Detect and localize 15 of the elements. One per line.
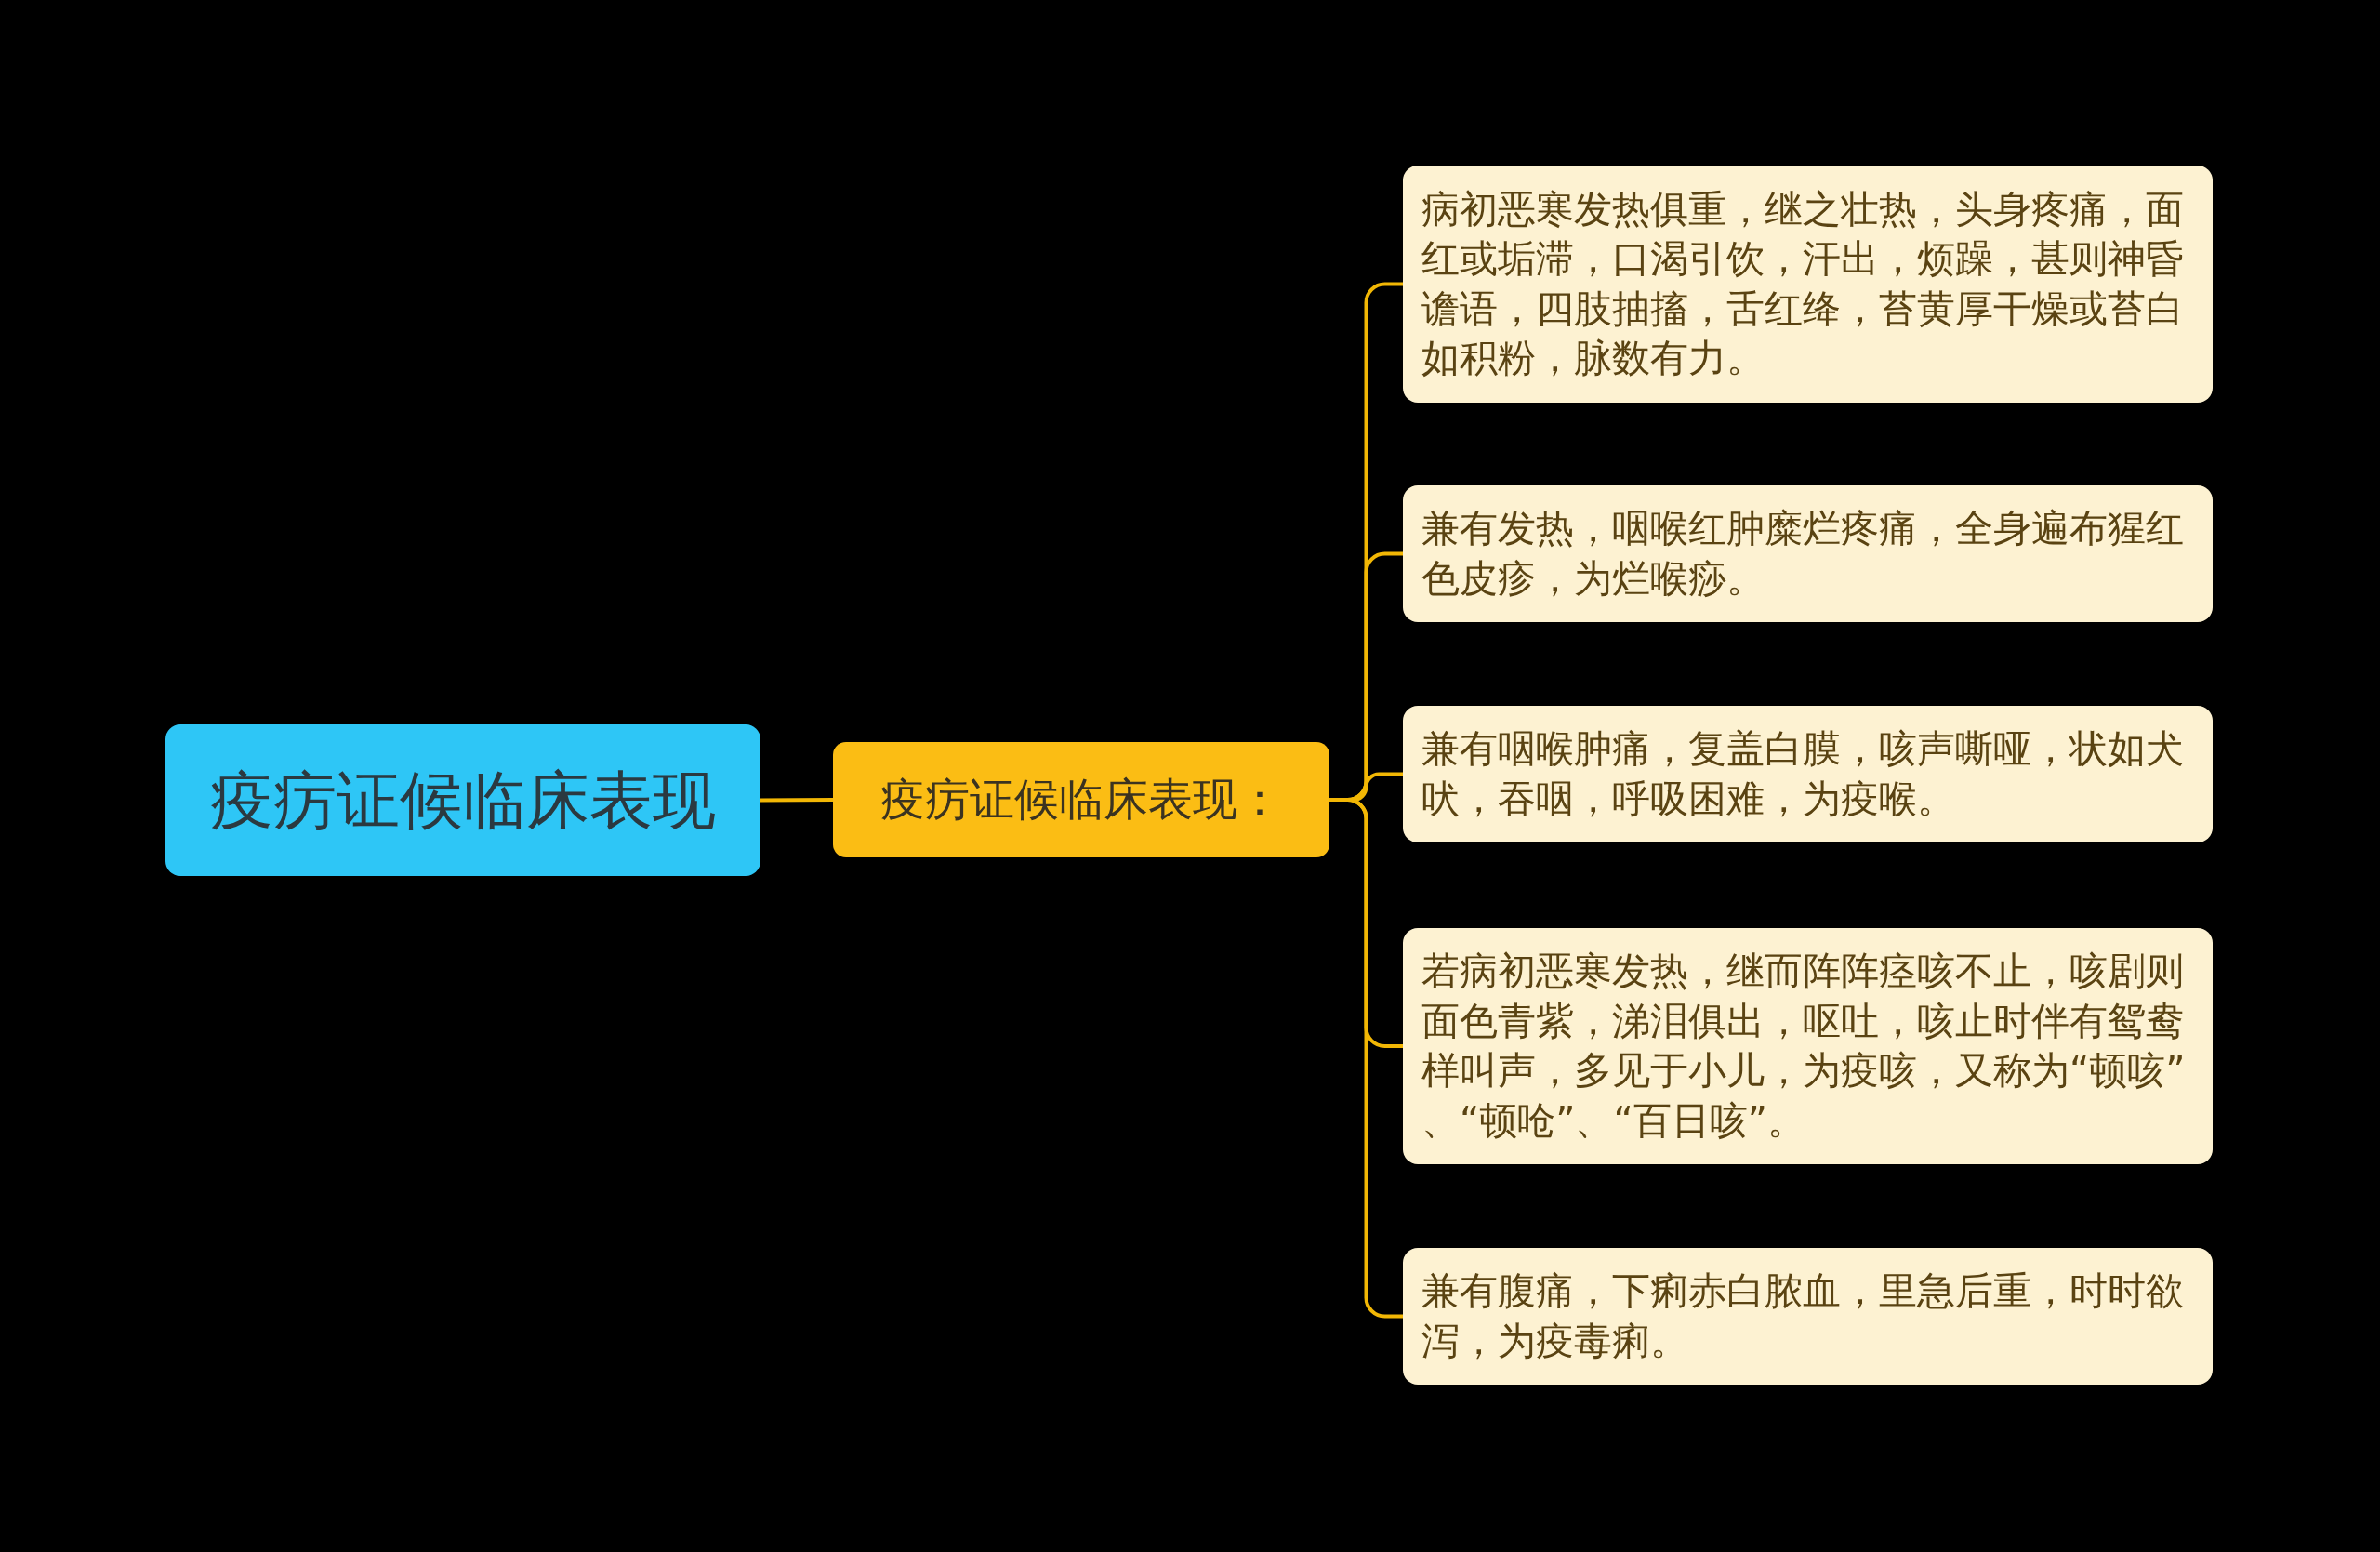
detail-text: 兼有咽喉肿痛，复盖白膜，咳声嘶哑，状如犬吠，吞咽，呼吸困难，为疫喉。 — [1421, 725, 2185, 823]
detail-box — [1403, 485, 2213, 622]
detail-text: 兼有腹痛，下痢赤白脓血，里急后重，时时欲泻，为疫毒痢。 — [1421, 1267, 2185, 1365]
connector-line — [760, 798, 833, 803]
detail-box — [1403, 1248, 2213, 1385]
detail-text: 若病初恶寒发热，继而阵阵痉咳不止，咳剧则面色青紫，涕泪俱出，呕吐，咳止时伴有鸳鸯样叫声，多见于小儿，为疫咳，又称为“顿咳”、“顿呛”、“百日咳”。 — [1421, 948, 2187, 1145]
central-topic-text: 疫疠证候临床表现 — [210, 762, 716, 839]
detail-text: 病初恶寒发热俱重，继之壮热，头身疼痛，面红或垢滞，口渴引饮，汗出，烦躁，甚则神昏谵语，四肢抽搐，舌红绛，苔黄厚干燥或苔白如积粉，脉数有力。 — [1421, 185, 2185, 382]
detail-box — [1403, 166, 2213, 403]
central-topic-box — [165, 724, 760, 876]
detail-box — [1403, 706, 2213, 842]
subtopic-box — [833, 742, 1329, 857]
detail-text: 兼有发热，咽喉红肿糜烂疼痛，全身遍布猩红色皮疹，为烂喉痧。 — [1421, 505, 2185, 603]
subtopic-text: 疫疠证候临床表现： — [880, 773, 1282, 827]
detail-box — [1403, 928, 2213, 1164]
